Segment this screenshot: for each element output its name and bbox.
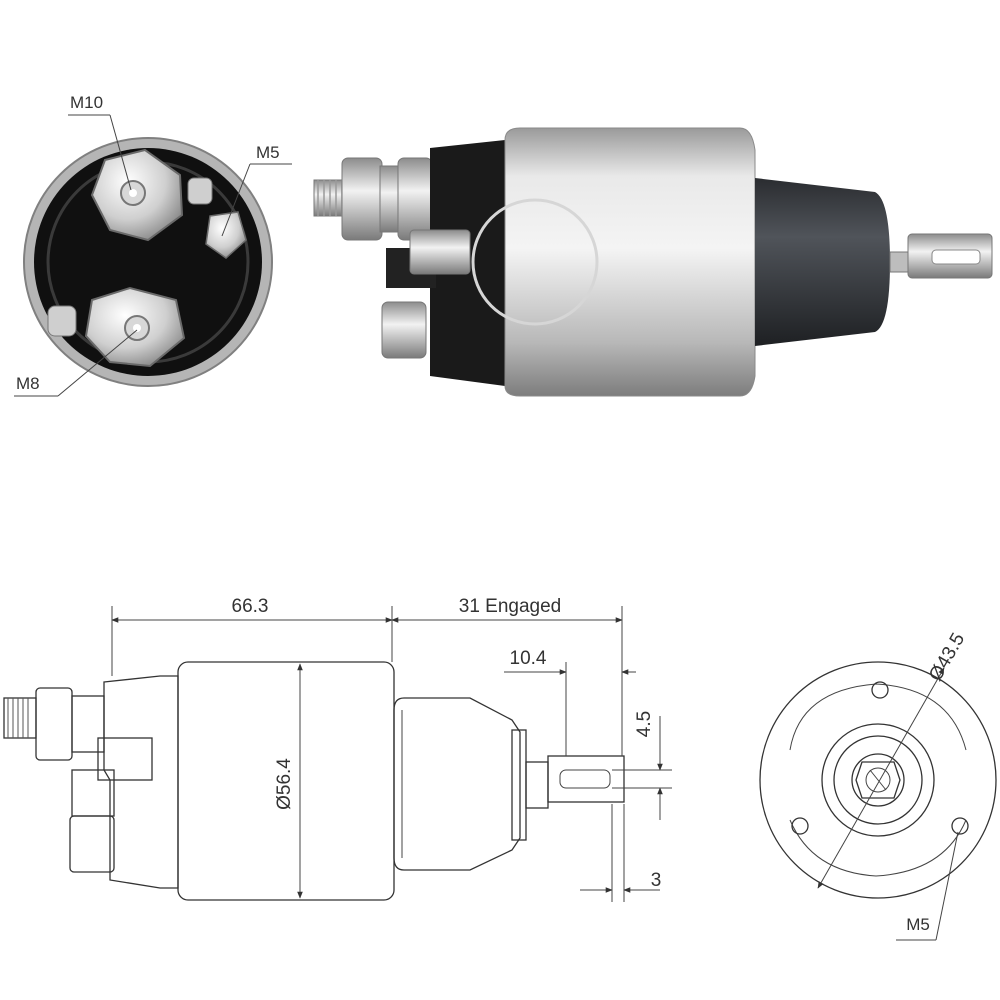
side-drawing: 66.3 31 Engaged 10.4 4.5 3 Ø56.4 <box>3 596 672 902</box>
tab-hole-dimension: 4.5 <box>634 711 655 737</box>
tab-thickness-dimension: 3 <box>651 870 662 891</box>
m5-label: M5 <box>256 143 280 162</box>
bottom-terminal-nut <box>381 301 427 359</box>
top-terminal-nut <box>341 157 383 241</box>
length-dimension: 66.3 <box>232 596 269 617</box>
side-view-photo <box>313 127 993 397</box>
m5-terminal <box>205 211 247 259</box>
rubber-boot <box>755 178 890 346</box>
end-drawing: Ø43.5 M5 <box>759 630 997 941</box>
travel-dimension: 31 Engaged <box>459 596 562 617</box>
silver-housing <box>504 127 756 397</box>
tab-offset-dimension: 10.4 <box>510 648 547 669</box>
flange-diameter-dimension: Ø43.5 <box>925 630 969 685</box>
mount-thread-label: M5 <box>906 915 930 934</box>
m10-label: M10 <box>70 93 103 112</box>
body-diameter-dimension: Ø56.4 <box>274 758 295 810</box>
m8-label: M8 <box>16 374 40 393</box>
front-view-photo: M10 M5 M8 <box>14 93 292 397</box>
